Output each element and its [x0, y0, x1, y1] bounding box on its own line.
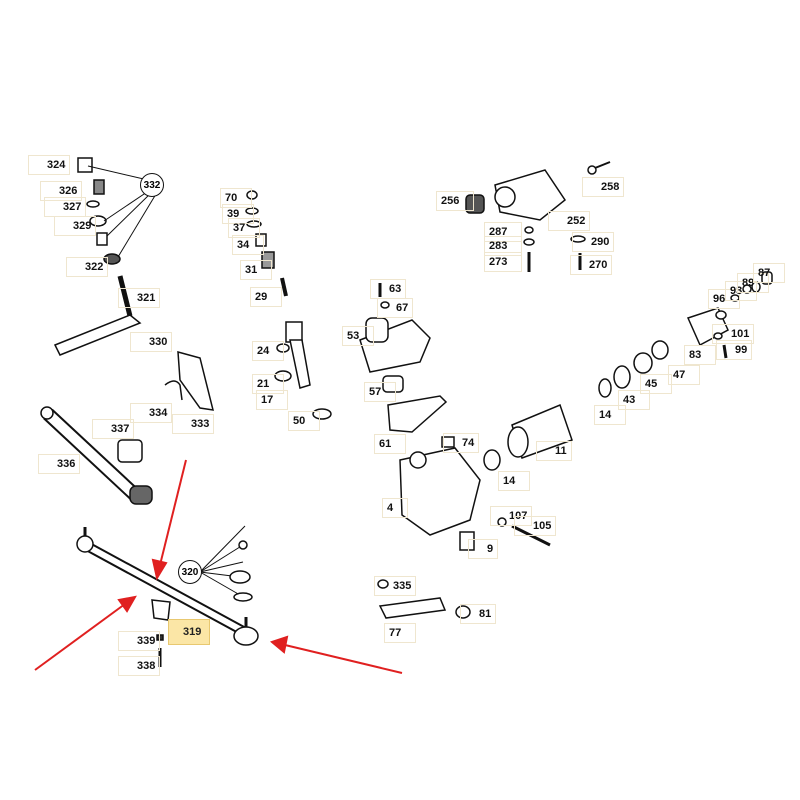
part-label-283: 283 — [484, 236, 523, 256]
part-label-24: 24 — [252, 341, 285, 361]
part-label-338: 338 — [118, 656, 161, 676]
part-label-322: 322 — [66, 257, 109, 277]
part-label-273: 273 — [484, 252, 523, 272]
part-label-334: 334 — [130, 403, 173, 423]
part-label-324: 324 — [28, 155, 71, 175]
part-label-14-upper: 14 — [594, 405, 627, 425]
part-label-81: 81 — [460, 604, 497, 624]
part-label-101: 101 — [712, 324, 755, 344]
highlight-arrows — [34, 459, 403, 674]
part-label-93: 93 — [725, 281, 758, 301]
part-label-67: 67 — [377, 298, 414, 318]
part-label-339: 339 — [118, 631, 161, 651]
part-label-333: 333 — [172, 414, 215, 434]
part-label-17: 17 — [256, 390, 289, 410]
steering-gearbox — [359, 271, 773, 551]
steering-damper — [40, 406, 153, 505]
part-label-258: 258 — [582, 177, 625, 197]
part-label-4: 4 — [382, 498, 409, 518]
drag-link-arm — [377, 579, 471, 619]
part-label-252: 252 — [548, 211, 591, 231]
highlighted-part-label-319[interactable]: 319 — [168, 619, 211, 645]
part-label-74: 74 — [443, 433, 480, 453]
part-label-77: 77 — [384, 623, 417, 643]
part-label-270: 270 — [570, 255, 613, 275]
part-label-256: 256 — [436, 191, 475, 211]
part-label-326: 326 — [40, 181, 83, 201]
callout-text: 332 — [143, 179, 161, 191]
part-label-29: 29 — [250, 287, 283, 307]
part-label-61: 61 — [374, 434, 407, 454]
tie-rod — [76, 525, 259, 667]
part-label-9: 9 — [468, 539, 499, 559]
part-label-337: 337 — [92, 419, 135, 439]
part-label-31: 31 — [240, 260, 273, 280]
part-label-47: 47 — [668, 365, 701, 385]
part-label-96: 96 — [708, 289, 741, 309]
part-label-37: 37 — [228, 218, 261, 238]
part-label-287: 287 — [484, 222, 523, 242]
part-label-50: 50 — [288, 411, 321, 431]
part-label-11: 11 — [536, 441, 572, 461]
part-label-290: 290 — [572, 232, 615, 252]
part-label-99: 99 — [716, 340, 753, 360]
part-label-321: 321 — [118, 288, 161, 308]
steering-shaft-parts — [245, 190, 332, 420]
part-label-34: 34 — [232, 235, 265, 255]
part-callout-320: 320 — [178, 560, 202, 584]
callout-text: 320 — [181, 566, 199, 578]
part-label-335: 335 — [374, 576, 417, 596]
part-label-43: 43 — [618, 390, 651, 410]
ignition-lock — [465, 161, 611, 272]
part-label-39: 39 — [222, 204, 255, 224]
part-label-53: 53 — [342, 326, 375, 346]
part-label-330: 330 — [130, 332, 173, 352]
part-label-57: 57 — [364, 382, 397, 402]
part-label-336: 336 — [38, 454, 81, 474]
part-label-327: 327 — [44, 197, 87, 217]
part-label-105: 105 — [514, 516, 557, 536]
part-label-70: 70 — [220, 188, 253, 208]
part-callout-332: 332 — [140, 173, 164, 197]
part-label-329: 329 — [54, 216, 97, 236]
part-label-83: 83 — [684, 345, 717, 365]
part-label-63: 63 — [370, 279, 407, 299]
part-label-14-lower: 14 — [498, 471, 531, 491]
part-label-21: 21 — [252, 374, 285, 394]
part-label-87: 87 — [753, 263, 786, 283]
